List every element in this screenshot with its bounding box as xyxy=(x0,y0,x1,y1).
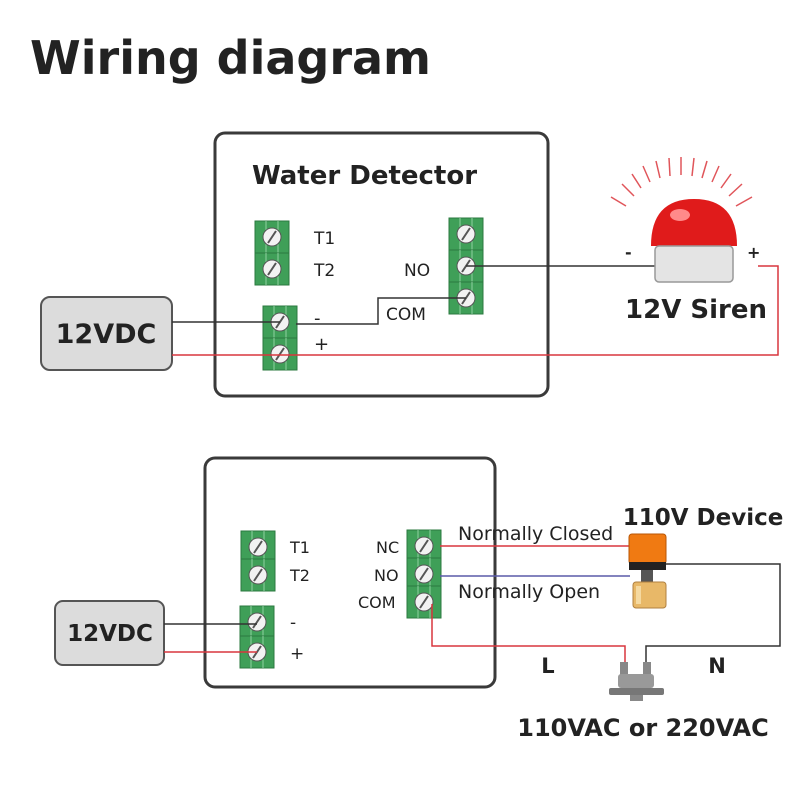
terminal-nc-bottom[interactable] xyxy=(406,529,442,563)
wire-com-top xyxy=(296,297,466,325)
neutral-label: N xyxy=(708,654,726,678)
label-com-top: COM xyxy=(386,305,426,325)
label-t1-top: T1 xyxy=(313,229,335,249)
terminal-t1-bottom[interactable] xyxy=(240,530,276,564)
label-plus-bottom: + xyxy=(290,644,304,664)
page-title: Wiring diagram xyxy=(30,31,431,85)
power-plug-icon xyxy=(609,662,664,701)
terminal-com-bottom[interactable] xyxy=(406,585,442,619)
label-minus-top: - xyxy=(314,308,321,329)
nc-wire-label: Normally Closed xyxy=(458,523,613,545)
water-detector-title: Water Detector xyxy=(252,161,477,191)
label-com-bottom: COM xyxy=(358,593,396,612)
power-source-label-bottom: 12VDC xyxy=(67,621,153,647)
label-no-bottom: NO xyxy=(374,566,399,585)
power-source-label-top: 12VDC xyxy=(56,319,157,350)
label-t1-bottom: T1 xyxy=(289,538,310,557)
label-t2-top: T2 xyxy=(313,261,335,281)
power-source-box-bottom xyxy=(54,600,165,666)
siren-minus-label: - xyxy=(625,243,632,262)
label-t2-bottom: T2 xyxy=(289,566,310,585)
wire-plus-top xyxy=(172,265,779,356)
terminal-t2-top[interactable] xyxy=(254,252,290,286)
terminal-t2-bottom[interactable] xyxy=(240,558,276,592)
terminal-t1-top[interactable] xyxy=(254,220,290,254)
label-nc-bottom: NC xyxy=(376,538,399,557)
terminal-plus-top[interactable] xyxy=(262,337,298,371)
power-source-box-top xyxy=(40,296,173,371)
terminal-minus-bottom[interactable] xyxy=(239,605,275,639)
wire-neutral xyxy=(645,563,781,665)
terminal-relay-top-1[interactable] xyxy=(448,217,484,251)
motorized-valve-icon xyxy=(628,533,667,609)
terminal-no-bottom[interactable] xyxy=(406,557,442,591)
line-label: L xyxy=(541,654,554,678)
wire-com-line xyxy=(431,604,626,665)
label-plus-top: + xyxy=(314,334,329,355)
controller-box xyxy=(203,456,497,689)
siren-plus-label: + xyxy=(747,243,760,262)
device-label: 110V Device xyxy=(623,505,784,531)
label-no-top: NO xyxy=(404,261,430,281)
water-detector-box xyxy=(213,131,550,398)
label-minus-bottom: - xyxy=(290,613,296,633)
siren-icon xyxy=(610,157,753,283)
siren-label: 12V Siren xyxy=(625,295,767,325)
no-wire-label: Normally Open xyxy=(458,581,600,603)
mains-voltage-label: 110VAC or 220VAC xyxy=(517,714,769,742)
